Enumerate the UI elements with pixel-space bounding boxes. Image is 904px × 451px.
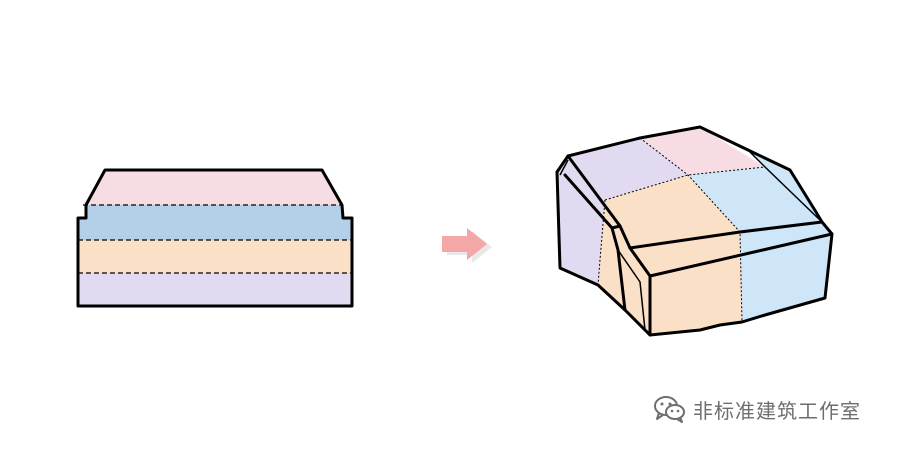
layer-third-peach [78,240,352,273]
top-face-pink [640,127,765,175]
layer-bottom-lavender [78,273,352,306]
arrow-icon [442,228,487,260]
front-face-blue [740,222,832,322]
watermark-text: 非标准建筑工作室 [693,398,861,423]
watermark: 非标准建筑工作室 [653,394,861,424]
front-face-peach [625,232,742,335]
transform-arrow [442,228,492,263]
top-face-blue [688,167,822,232]
top-face-peach [605,175,740,248]
folded-box [555,125,834,337]
box-outline [555,125,834,337]
wechat-icon [654,396,685,423]
section-outline [76,168,354,308]
layer-second-blue [78,205,352,240]
layered-section [76,168,354,308]
box-thin-lines [559,149,823,331]
layer-top-pink [83,170,342,205]
top-face-lavender [568,138,688,200]
